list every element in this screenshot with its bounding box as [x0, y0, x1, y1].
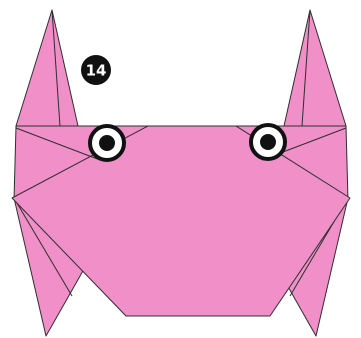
step-number: 14	[86, 62, 107, 80]
left-eye	[90, 126, 124, 160]
left-claw	[16, 10, 78, 126]
right-claw	[284, 10, 346, 126]
step-badge: 14	[81, 55, 111, 85]
right-eye	[251, 125, 285, 159]
